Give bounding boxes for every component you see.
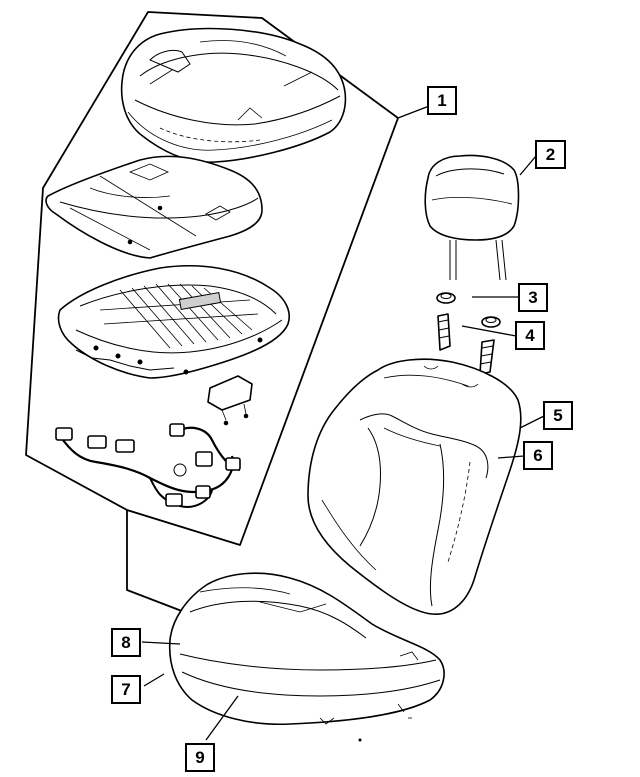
callout-2-label: 2 (546, 145, 555, 164)
callout-8: 8 (111, 628, 141, 657)
seat-cushion (168, 572, 445, 726)
callout-4-label: 4 (525, 326, 535, 345)
callout-8-label: 8 (121, 633, 130, 652)
callout-2: 2 (535, 140, 566, 169)
callout-5-label: 5 (553, 406, 562, 425)
callout-7-label: 7 (121, 680, 130, 699)
callout-1-label: 1 (437, 91, 446, 110)
callout-4: 4 (515, 321, 545, 350)
callout-7: 7 (111, 675, 141, 704)
wiring-harness (55, 423, 241, 508)
callout-5: 5 (543, 401, 573, 430)
callout-9: 9 (185, 743, 215, 772)
leader-lines (141, 155, 545, 741)
cushion-cover-assembly (120, 27, 347, 163)
frame-springs (99, 283, 259, 349)
callout-1: 1 (427, 86, 457, 115)
callout-6: 6 (523, 441, 553, 470)
seat-module (207, 375, 253, 426)
headrest (424, 154, 520, 281)
callout-3: 3 (518, 283, 548, 312)
cushion-pad-panel (45, 155, 263, 259)
headrest-guides (436, 292, 501, 375)
callout-3-label: 3 (528, 288, 537, 307)
seat-back (307, 358, 522, 615)
callout-6-label: 6 (533, 446, 542, 465)
callout-9-label: 9 (195, 748, 204, 767)
seat-frame (57, 265, 290, 379)
